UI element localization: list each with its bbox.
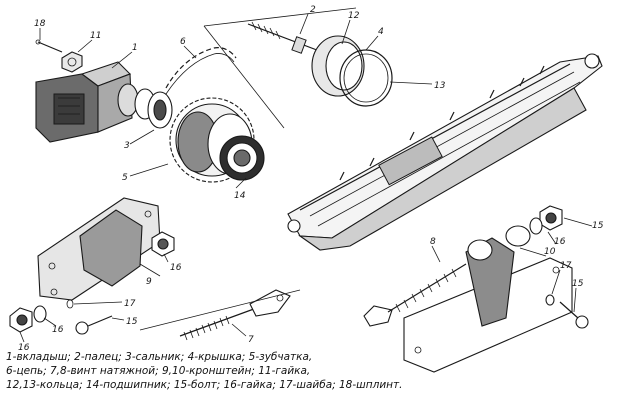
callout-4: 4 xyxy=(378,27,384,37)
part-seal-3 xyxy=(147,91,173,129)
callout-3: 3 xyxy=(124,141,130,151)
part-bracket-10 xyxy=(403,225,573,373)
part-bolt-15-right xyxy=(559,301,589,329)
callout-16-mid: 16 xyxy=(52,325,64,335)
part-bracket-9 xyxy=(37,197,161,301)
callout-1: 1 xyxy=(132,43,138,53)
callout-8: 8 xyxy=(430,237,436,247)
part-nut-11 xyxy=(61,51,83,73)
callout-5: 5 xyxy=(122,173,128,183)
callout-6: 6 xyxy=(180,37,186,47)
callout-15-bottom-right: 15 xyxy=(572,279,584,289)
part-cover-4 xyxy=(311,35,365,97)
callout-18: 18 xyxy=(34,19,46,29)
callout-2: 2 xyxy=(310,5,316,15)
part-insert-block xyxy=(35,61,156,143)
part-tension-screw-8 xyxy=(363,263,467,327)
callout-16-left: 16 xyxy=(170,263,182,273)
callout-13: 13 xyxy=(434,81,446,91)
callout-10: 10 xyxy=(544,247,556,257)
part-bearing-14 xyxy=(219,135,265,181)
part-cotter-pin-18 xyxy=(35,39,63,53)
part-washers-bottom-left xyxy=(9,305,47,333)
part-bolt-15-left xyxy=(75,315,113,335)
callout-labels: 18 11 1 6 2 12 4 13 3 5 14 9 16 17 15 16… xyxy=(18,5,604,353)
group-frame-top-2 xyxy=(203,25,285,129)
part-washer-17-left xyxy=(66,299,74,309)
callout-17-left: 17 xyxy=(124,299,136,309)
part-beam-assembly xyxy=(287,53,603,251)
part-washer-17-right xyxy=(545,294,555,306)
callout-11: 11 xyxy=(90,31,101,41)
callout-16-bottom: 16 xyxy=(18,343,30,353)
callout-9: 9 xyxy=(146,277,152,287)
callout-15-top-right: 15 xyxy=(592,221,604,231)
callout-17-right: 17 xyxy=(560,261,572,271)
legend-line-2: 6-цепь; 7,8-винт натяжной; 9,10-кронштей… xyxy=(6,365,311,377)
part-tension-screw-7 xyxy=(179,289,291,341)
callout-12: 12 xyxy=(348,11,360,21)
callout-7: 7 xyxy=(248,335,254,345)
parts-legend: 1-вкладыш; 2-палец; 3-сальник; 4-крышка;… xyxy=(6,350,618,392)
callout-15-left: 15 xyxy=(126,317,138,327)
legend-line-1: 1-вкладыш; 2-палец; 3-сальник; 4-крышка;… xyxy=(6,351,313,363)
callout-14: 14 xyxy=(234,191,246,201)
group-frame-bottom xyxy=(139,289,301,331)
callout-16-right: 16 xyxy=(554,237,566,247)
part-nut-16-right xyxy=(529,205,563,235)
legend-line-3: 12,13-кольца; 14-подшипник; 15-болт; 16-… xyxy=(6,379,403,391)
part-chain-6 xyxy=(165,47,237,95)
leader-lines xyxy=(19,13,593,343)
group-frame-top xyxy=(203,7,357,27)
part-nut-16-left xyxy=(151,231,175,257)
